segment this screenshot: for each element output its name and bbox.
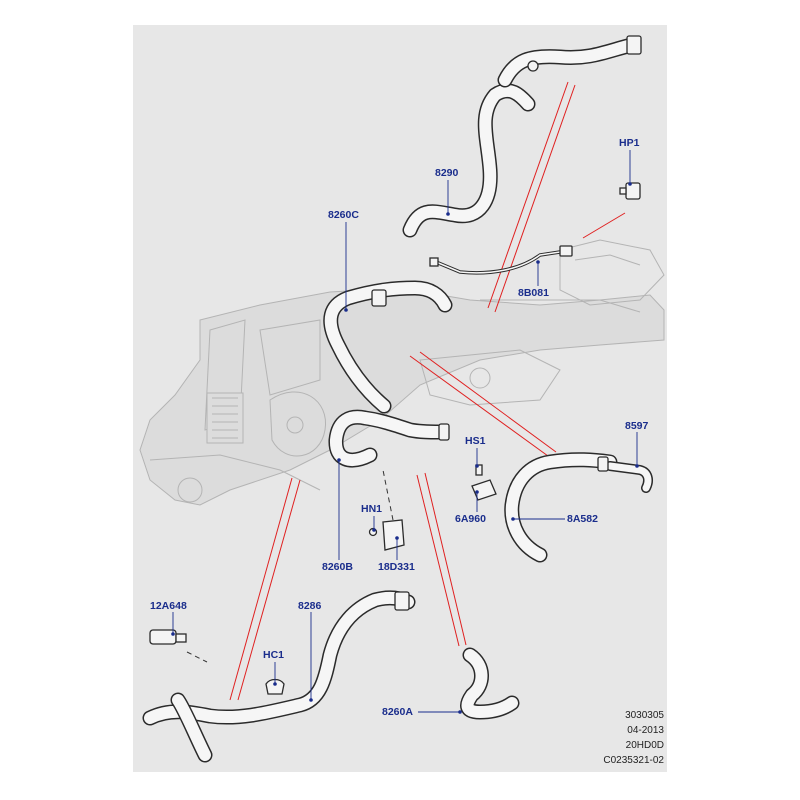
sensor-hp1 bbox=[619, 182, 641, 200]
label-8597: 8597 bbox=[625, 420, 649, 432]
label-8260b: 8260B bbox=[322, 561, 353, 573]
bracket-18d331 bbox=[368, 469, 405, 551]
label-8290: 8290 bbox=[435, 167, 459, 179]
oil-cooler-outline bbox=[206, 392, 244, 444]
label-8b081: 8B081 bbox=[518, 287, 549, 299]
clip-hc1 bbox=[265, 678, 285, 695]
label-hc1: HC1 bbox=[263, 649, 285, 661]
label-hs1: HS1 bbox=[465, 435, 486, 447]
label-hp1: HP1 bbox=[619, 137, 640, 149]
sensor-12a648 bbox=[149, 629, 208, 663]
label-18d331: 18D331 bbox=[378, 561, 415, 573]
hose-8286 bbox=[142, 590, 416, 763]
label-8a582: 8A582 bbox=[567, 513, 598, 525]
hose-8260c bbox=[323, 280, 453, 414]
label-8260a: 8260A bbox=[382, 706, 413, 718]
label-12a648: 12A648 bbox=[150, 600, 187, 612]
label-8286: 8286 bbox=[298, 600, 322, 612]
hose-8a582 bbox=[504, 452, 653, 563]
reference-code: 20HD0D bbox=[625, 740, 664, 751]
hose-8260a bbox=[460, 647, 520, 720]
reference-date: 04-2013 bbox=[627, 725, 664, 736]
reference-id: C0235321-02 bbox=[603, 755, 664, 766]
hose-8260b bbox=[328, 409, 450, 468]
hose-8290 bbox=[402, 35, 642, 238]
bracket-6a960 bbox=[471, 464, 497, 501]
harness-8b081 bbox=[429, 245, 573, 275]
reference-number: 3030305 bbox=[625, 710, 664, 721]
label-hn1: HN1 bbox=[361, 503, 383, 515]
label-6a960: 6A960 bbox=[455, 513, 486, 525]
leader-lines bbox=[171, 150, 639, 714]
label-8260c: 8260C bbox=[328, 209, 359, 221]
